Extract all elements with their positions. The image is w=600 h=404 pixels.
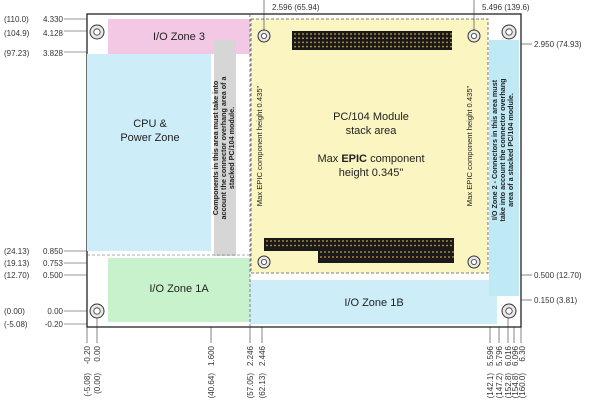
top-dimensions: 2.596 (65.94) 5.496 (139.6) (272, 3, 530, 12)
mount-hole-icon (501, 24, 517, 40)
left-dim-mm: (104.9) (4, 29, 30, 38)
max-epic-label-line1: Max EPIC component (317, 153, 424, 165)
bottom-dim-mm: (152.8) (504, 373, 513, 399)
left-height-note: Max EPIC component height 0.435" (255, 85, 264, 206)
io-zone-3-label: I/O Zone 3 (153, 31, 205, 43)
svg-text:area of a stacked PC/104 modul: area of a stacked PC/104 module. (506, 93, 515, 207)
svg-text:take into account the connecto: take into account the connector overhang (498, 79, 507, 222)
top-dim: 5.496 (139.6) (482, 3, 530, 12)
pc104-label-line2: stack area (346, 125, 398, 137)
bottom-dim-in: 1.600 (207, 345, 216, 366)
svg-text:account the connector overhang: account the connector overhang area of a (219, 76, 228, 220)
left-dim-mm: (0.00) (4, 307, 25, 316)
pc104-stack-area (250, 18, 489, 274)
top-dimension-ticks (263, 0, 475, 30)
cpu-power-label-line2: Power Zone (120, 132, 179, 144)
bottom-dim-mm: (40.64) (207, 373, 216, 399)
bottom-dim-in: 2.446 (258, 345, 267, 366)
io-zone-1b (250, 280, 497, 324)
bottom-dim-mm: (147.2) (495, 373, 504, 399)
mount-hole-icon (501, 303, 517, 319)
left-dim-mm: (19.13) (4, 259, 30, 268)
bottom-connector-icon (264, 238, 454, 263)
left-dim-mm: (12.70) (4, 271, 30, 280)
left-dim-mm: (24.13) (4, 247, 30, 256)
left-dim-in: 3.828 (43, 49, 64, 58)
left-dim-in: 0.00 (47, 307, 63, 316)
cpu-power-label-line1: CPU & (133, 118, 167, 130)
mount-hole-icon (257, 29, 271, 43)
bottom-dim-mm: (57.05) (246, 373, 255, 399)
io-zone-1b-label: I/O Zone 1B (344, 297, 403, 309)
bottom-dim-mm: (-5.08) (83, 373, 92, 397)
right-dimension-ticks (521, 43, 532, 301)
left-dim-in: 0.500 (43, 271, 64, 280)
bottom-dimensions: -0.20 (-5.08) 0.00 (0.00) 1.600 (40.64) 2.2… (83, 345, 527, 398)
pc104-label-line1: PC/104 Module (333, 111, 409, 123)
left-dim-in: 0.850 (43, 247, 64, 256)
left-dimensions: (110.0) 4.330 (104.9) 4.128 (97.23) 3.82… (4, 15, 64, 329)
bottom-dim-mm: (160.0) (518, 373, 527, 399)
left-dim-in: 4.128 (43, 29, 64, 38)
bottom-dim-mm: (62.13) (258, 373, 267, 399)
bottom-dim-in: -0.20 (83, 345, 92, 364)
bottom-dim-mm: (142.1) (486, 373, 495, 399)
svg-text:I/O Zone 2 - Connectors in thi: I/O Zone 2 - Connectors in this area mus… (490, 79, 499, 220)
top-connector-icon (292, 31, 452, 50)
top-dim: 2.596 (65.94) (272, 3, 320, 12)
mount-hole-icon (89, 24, 105, 40)
mount-hole-icon (467, 29, 481, 43)
left-dim-in: 0.753 (43, 259, 64, 268)
gray-overhang-area (214, 40, 236, 256)
bottom-dim-in: 5.596 (486, 345, 495, 366)
gray-area-note: Components in this area must take into a… (211, 76, 236, 220)
left-dim-mm: (110.0) (4, 15, 29, 24)
left-dim-in: 4.330 (43, 15, 64, 24)
mount-hole-icon (467, 255, 481, 269)
io-zone-1a-label: I/O Zone 1A (149, 283, 209, 295)
mount-hole-icon (257, 255, 271, 269)
io-zone-2-note: I/O Zone 2 - Connectors in this area mus… (490, 79, 515, 222)
right-dim: 0.500 (12.70) (534, 271, 582, 280)
bottom-dim-mm: (0.00) (93, 373, 102, 394)
io-zone-2 (489, 40, 519, 296)
right-dim: 2.950 (74.93) (534, 40, 582, 49)
left-dim-in: -0.20 (45, 320, 64, 329)
right-height-note: Max EPIC component height 0.435" (465, 85, 474, 206)
bottom-dim-mm: (154.8) (511, 373, 520, 399)
left-dimension-ticks (64, 18, 87, 325)
bottom-dim-in: 6.30 (518, 345, 527, 361)
bottom-dimension-ticks (86, 318, 522, 343)
cpu-power-zone (87, 54, 211, 251)
max-epic-label-line2: height 0.345" (339, 167, 404, 179)
bottom-dim-in: 0.00 (93, 345, 102, 361)
bottom-dim-in: 6.016 (504, 345, 513, 366)
io-zone-1a (108, 258, 250, 322)
svg-text:Components in this area must t: Components in this area must take into (211, 80, 220, 215)
right-dim: 0.150 (3.81) (534, 296, 577, 305)
left-dim-mm: (97.23) (4, 49, 30, 58)
bottom-dim-in: 5.796 (495, 345, 504, 366)
right-dimensions: 2.950 (74.93) 0.500 (12.70) 0.150 (3.81) (534, 40, 582, 305)
left-dim-mm: (-5.08) (4, 320, 28, 329)
svg-text:stacked PC/104 module.: stacked PC/104 module. (227, 107, 236, 189)
mount-hole-icon (89, 303, 105, 319)
bottom-dim-in: 6.096 (511, 345, 520, 366)
bottom-dim-in: 2.246 (246, 345, 255, 366)
